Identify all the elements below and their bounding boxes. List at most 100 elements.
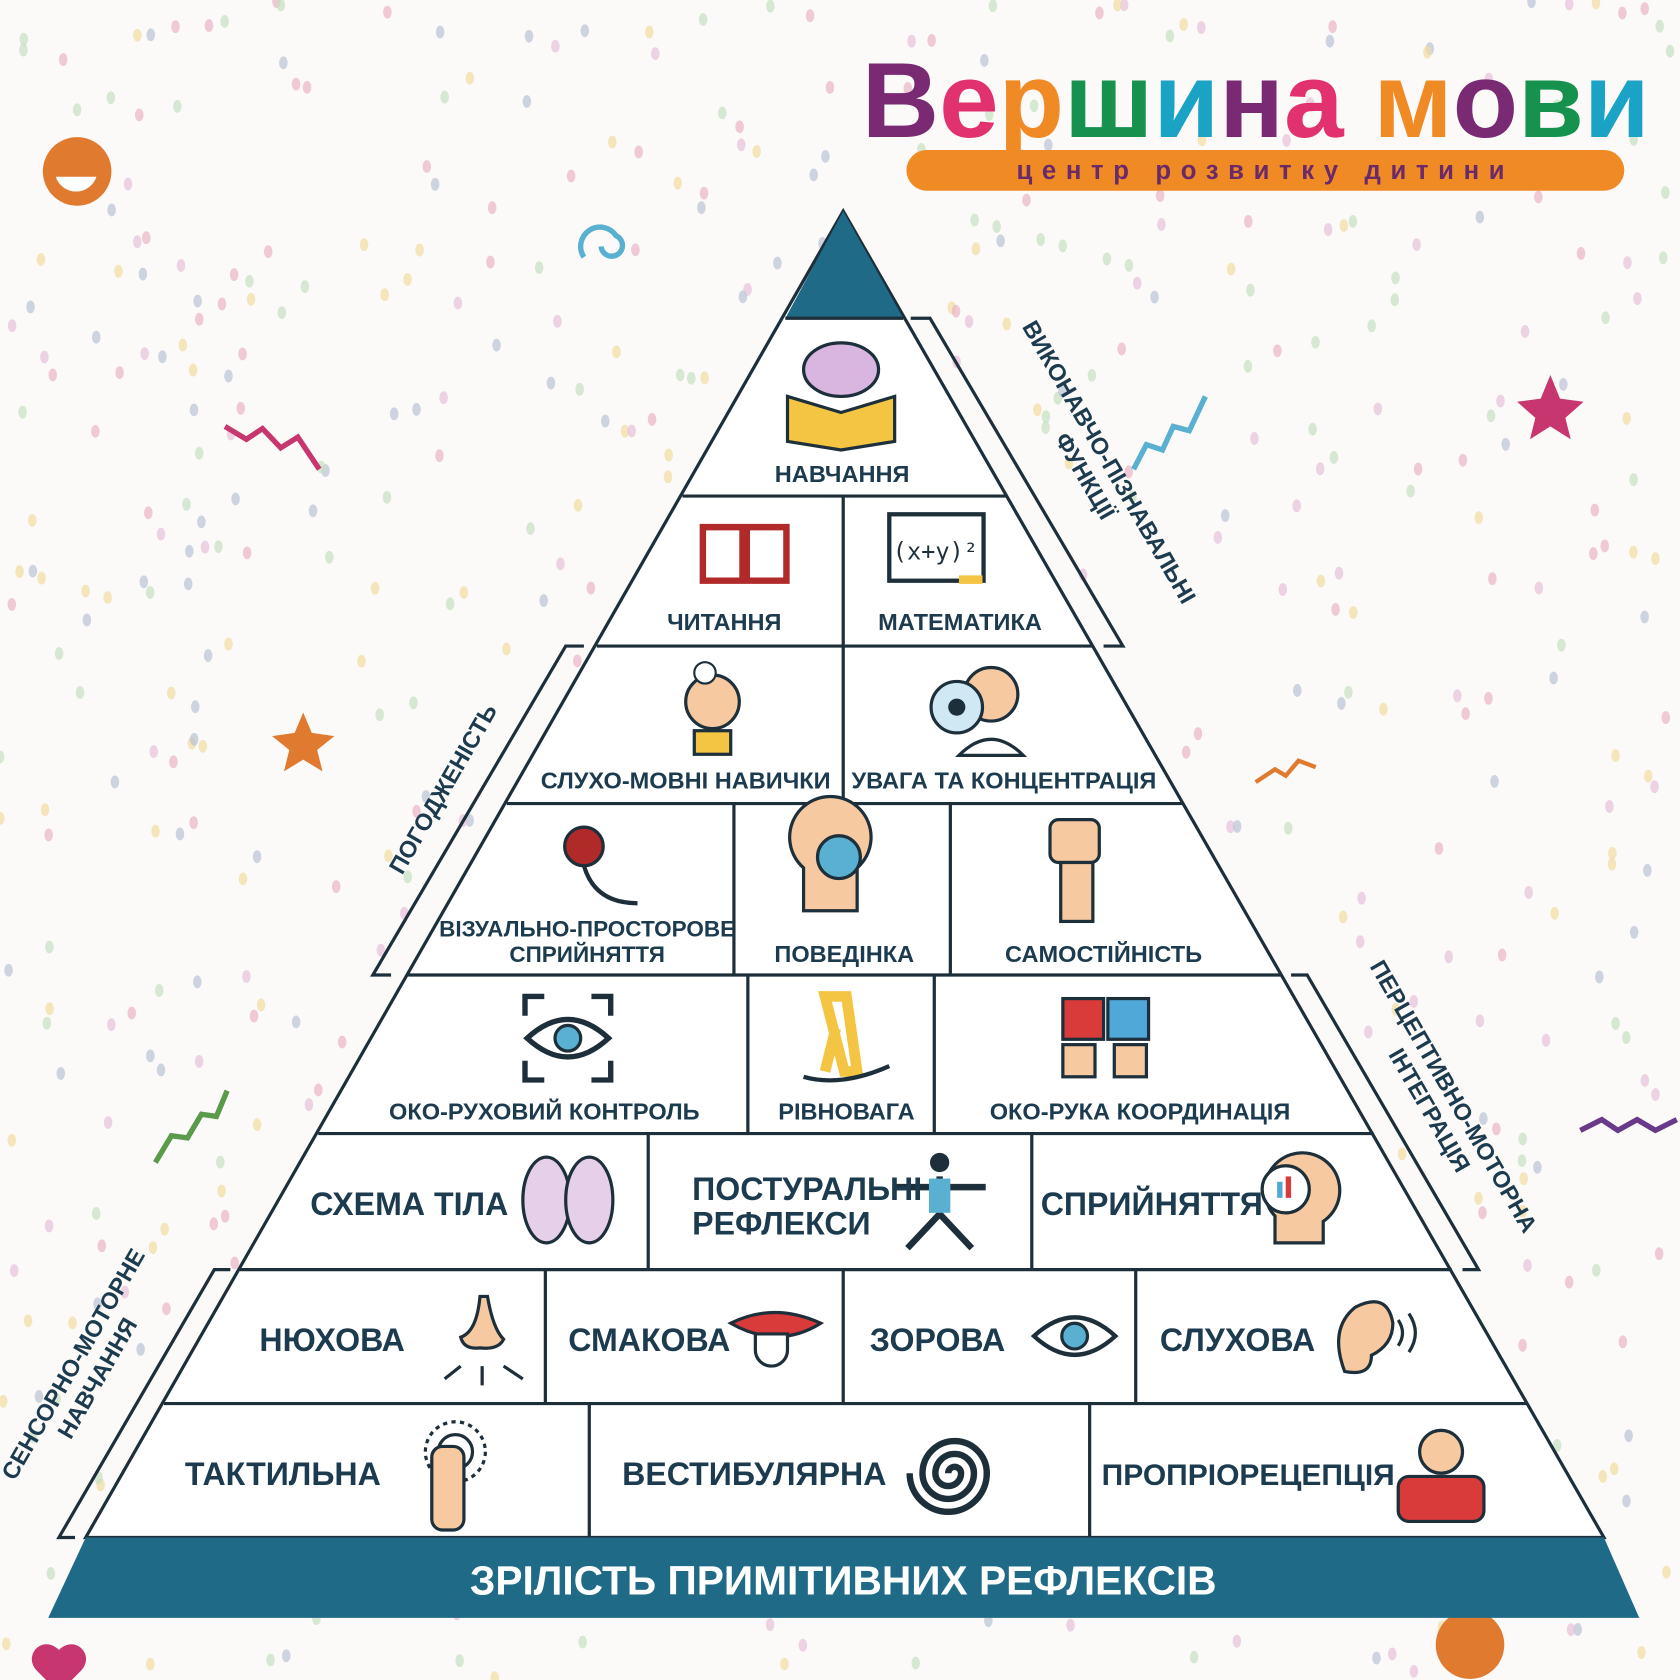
background-dot: [1325, 34, 1335, 48]
background-dot: [996, 234, 1005, 248]
background-dot: [647, 413, 657, 426]
background-dot: [82, 613, 92, 627]
background-dot: [15, 565, 24, 579]
background-dot: [1124, 465, 1134, 479]
background-dot: [1383, 108, 1392, 122]
background-dot: [1598, 1470, 1608, 1483]
background-dot: [1608, 846, 1617, 860]
background-dot: [93, 1297, 102, 1311]
background-dot: [249, 1009, 259, 1023]
background-dot: [1329, 451, 1339, 464]
background-dot: [805, 9, 815, 23]
background-dot: [133, 28, 142, 42]
background-dot: [52, 1393, 61, 1406]
label-body-scheme: СХЕМА ТІЛА: [310, 1186, 508, 1222]
background-dot: [68, 1316, 77, 1330]
background-dot: [106, 91, 116, 105]
background-dot: [1179, 18, 1188, 31]
background-dot: [256, 998, 266, 1012]
background-dot: [1559, 377, 1568, 391]
background-dot: [7, 319, 17, 333]
background-dot: [1357, 891, 1366, 905]
background-dot: [1406, 484, 1415, 498]
background-dot: [215, 1155, 225, 1169]
background-dot: [384, 849, 393, 863]
label-math: МАТЕМАТИКА: [878, 609, 1042, 635]
background-dot: [7, 598, 17, 611]
background-dot: [1197, 133, 1207, 147]
background-dot: [145, 586, 155, 599]
background-dot: [798, 1638, 808, 1652]
background-dot: [7, 1133, 17, 1147]
background-dot: [1453, 689, 1462, 703]
background-dot: [1527, 0, 1536, 9]
background-dot: [465, 813, 474, 827]
background-dot: [1651, 552, 1660, 566]
background-dot: [246, 292, 256, 306]
background-dot: [773, 256, 782, 270]
star-icon: [1517, 375, 1584, 440]
base-band: [48, 1537, 1640, 1618]
background-dot: [575, 382, 584, 396]
background-dot: [1590, 503, 1600, 517]
label-behavior: ПОВЕДІНКА: [774, 941, 914, 967]
background-dot: [1397, 1147, 1407, 1161]
background-dot: [1474, 511, 1484, 525]
background-dot: [191, 700, 200, 714]
heart-icon: [31, 1644, 86, 1680]
background-dot: [971, 242, 981, 256]
background-dot: [645, 25, 654, 39]
background-dot: [1520, 324, 1530, 338]
background-dot: [252, 850, 262, 864]
background-dot: [146, 28, 156, 42]
background-dot: [1413, 462, 1423, 476]
background-dot: [144, 506, 153, 520]
background-dot: [421, 790, 431, 803]
background-dot: [103, 1116, 113, 1129]
background-dot: [403, 870, 413, 884]
background-dot: [664, 448, 673, 462]
label-visual-spatial: ВІЗУАЛЬНО-ПРОСТОРОВЕ: [439, 916, 735, 941]
background-dot: [4, 963, 13, 977]
background-dot: [1655, 19, 1665, 33]
background-dot: [1492, 1122, 1501, 1136]
group-brackets: [56, 316, 1482, 1540]
background-dot: [980, 53, 989, 67]
t-pose-person-icon: [894, 1152, 986, 1251]
background-dot: [44, 828, 53, 842]
background-dot: [1282, 134, 1291, 147]
spiral-icon: [906, 1437, 991, 1515]
smiley-icon: [42, 137, 112, 206]
background-dot: [1323, 223, 1333, 236]
background-dot: [193, 294, 202, 308]
background-dot: [903, 81, 913, 95]
background-dot: [435, 25, 445, 39]
listening-person-icon: [684, 661, 741, 756]
background-dot: [766, 0, 775, 13]
background-dot: [492, 338, 501, 352]
background-dot: [1379, 702, 1388, 716]
background-dot: [1573, 1622, 1583, 1636]
background-dot: [634, 145, 643, 159]
background-dot: [209, 1217, 219, 1231]
background-dot: [26, 300, 35, 314]
background-dot: [522, 95, 532, 108]
background-dot: [375, 708, 384, 722]
background-dot: [1316, 574, 1326, 588]
background-dot: [984, 108, 994, 121]
background-dot: [162, 1302, 171, 1316]
background-dot: [907, 34, 916, 48]
background-dot: [1390, 293, 1400, 307]
background-dot: [553, 314, 562, 328]
background-dot: [1519, 1172, 1528, 1186]
background-dot: [1132, 276, 1142, 290]
background-dot: [809, 168, 818, 182]
background-dot: [1478, 1206, 1487, 1220]
background-dot: [54, 647, 64, 660]
background-dot: [224, 369, 233, 383]
background-dot: [175, 827, 185, 841]
background-dot: [1595, 970, 1604, 984]
background-dot: [204, 19, 214, 33]
background-dot: [1434, 842, 1444, 855]
background-dot: [453, 296, 463, 310]
